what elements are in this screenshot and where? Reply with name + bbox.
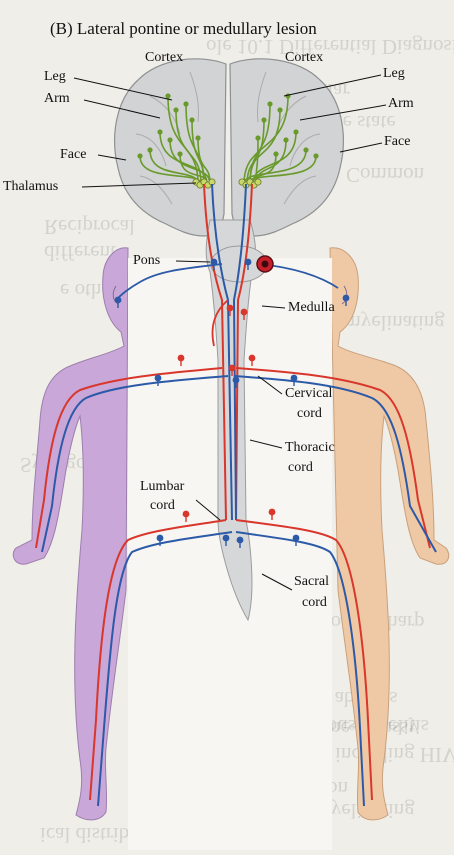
cortical-fiber [169, 139, 211, 185]
label-pons: Pons [133, 253, 161, 268]
cortical-terminal [261, 117, 267, 123]
right-body-silhouette [329, 247, 450, 821]
cortical-terminal [303, 147, 309, 153]
label-arm-right: Arm [388, 96, 414, 111]
leader-lines [73, 74, 387, 591]
cortical-terminal [173, 107, 179, 113]
receptor-head [156, 534, 164, 542]
cortical-terminal [313, 153, 319, 159]
label-medulla: Medulla [288, 300, 335, 315]
receptor-head [154, 374, 162, 382]
leg-fibers [89, 519, 373, 807]
background-text-line: different [44, 241, 116, 265]
receptor-head [268, 508, 276, 516]
cortical-fiber [246, 109, 281, 185]
figure-title: (B) Lateral pontine or medullary lesion [50, 19, 317, 38]
cortical-terminal [255, 135, 261, 141]
label-lumbar-2: cord [150, 498, 175, 513]
left-body-silhouette [12, 247, 129, 821]
label-thoracic-2: cord [288, 460, 313, 475]
cortical-fiber [243, 149, 307, 185]
cortical-fiber [255, 137, 259, 185]
cortical-terminal [273, 151, 279, 157]
label-face-left: Face [60, 147, 87, 162]
label-sacral-2: cord [302, 595, 327, 610]
cortical-fiber [175, 109, 202, 185]
label-lumbar-1: Lumbar [140, 479, 185, 494]
arm-fibers [35, 367, 437, 553]
thalamus-dot [254, 178, 262, 186]
cortical-terminal [147, 147, 153, 153]
cortical-terminal [267, 101, 273, 107]
label-cervical-1: Cervical [285, 386, 333, 401]
lesion-core [261, 260, 269, 268]
receptor-head [226, 304, 234, 312]
cortical-terminal [283, 137, 289, 143]
background-text-line: Common [346, 163, 425, 187]
receptor-head [210, 258, 218, 266]
background-text-line: Reciprocal [44, 215, 135, 239]
receptor-head [244, 258, 252, 266]
cortical-terminal [165, 93, 171, 99]
receptor-head [292, 534, 300, 542]
label-leg-right: Leg [383, 66, 405, 81]
receptor-head [240, 308, 248, 316]
receptor-head [177, 354, 185, 362]
label-thalamus: Thalamus [3, 179, 59, 194]
cortical-fiber [159, 131, 208, 185]
label-arm-left: Arm [44, 91, 70, 106]
receptor-head [290, 374, 298, 382]
receptor-head [342, 294, 350, 302]
receptor-head [236, 536, 244, 544]
cortical-fiber [243, 95, 289, 185]
cortical-terminal [183, 101, 189, 107]
receptor-head [232, 376, 240, 384]
cortical-fiber [197, 137, 211, 185]
ascending-pathways [203, 183, 253, 521]
label-thoracic-1: Thoracic [285, 440, 335, 455]
label-cortex-right: Cortex [285, 50, 324, 65]
cortical-terminal [195, 135, 201, 141]
receptor-head [228, 364, 236, 372]
receptor-head [182, 510, 190, 518]
receptor-head [114, 296, 122, 304]
cortical-fiber [252, 153, 277, 185]
cortical-fiber [191, 119, 205, 185]
cortical-terminal [157, 129, 163, 135]
background-text-line: ole 10.1 Differential Diagnosis [206, 35, 454, 59]
label-sacral-1: Sacral [294, 574, 329, 589]
label-leg-left: Leg [44, 69, 66, 84]
cortical-terminal [293, 129, 299, 135]
cortical-terminal [189, 117, 195, 123]
cortical-terminal [277, 107, 283, 113]
cortical-terminal [177, 151, 183, 157]
cortical-terminal [137, 153, 143, 159]
receptor-pins [114, 258, 350, 548]
label-cervical-2: cord [297, 406, 322, 421]
label-cortex-left: Cortex [145, 50, 184, 65]
label-face-right: Face [384, 134, 411, 149]
receptor-head [248, 354, 256, 362]
receptor-head [222, 534, 230, 542]
cortical-terminal [167, 137, 173, 143]
